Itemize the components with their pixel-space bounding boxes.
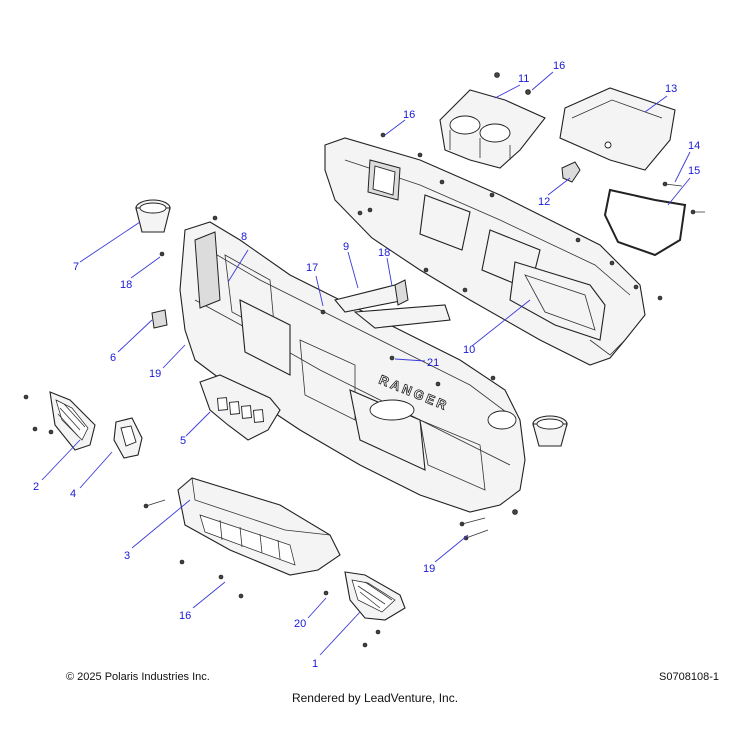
diagram-code: S0708108-1 [659, 671, 719, 683]
callout-3: 3 [124, 550, 130, 562]
leader-lines [41, 71, 691, 656]
seal [603, 188, 687, 257]
latch [561, 161, 581, 183]
callout-20: 20 [294, 618, 306, 630]
callout-19-left: 19 [149, 368, 161, 380]
callout-1: 1 [312, 658, 318, 670]
main-dash-body [179, 221, 526, 513]
vent-grille-right [344, 571, 406, 621]
callout-12: 12 [538, 196, 550, 208]
vent-grille-left [49, 391, 96, 451]
callout-2: 2 [33, 481, 39, 493]
callout-8: 8 [241, 231, 247, 243]
callout-18-center: 18 [378, 247, 390, 259]
clip [151, 309, 168, 329]
lower-storage-tray [177, 477, 341, 576]
callout-13: 13 [665, 83, 677, 95]
callout-21: 21 [427, 357, 439, 369]
callout-10: 10 [463, 344, 475, 356]
callout-19-right: 19 [423, 563, 435, 575]
callout-9: 9 [343, 241, 349, 253]
callout-7: 7 [73, 261, 79, 273]
cup-holder-insert-right [532, 415, 568, 447]
callout-16-middle: 16 [403, 109, 415, 121]
cup-holder-tray [439, 89, 546, 169]
callout-16-bottom: 16 [179, 610, 191, 622]
glovebox-lid [559, 87, 676, 171]
callout-18-left: 18 [120, 279, 132, 291]
vent-bezel [113, 417, 143, 459]
copyright-notice: © 2025 Polaris Industries Inc. [66, 671, 210, 683]
fasteners [23, 72, 705, 648]
callout-15: 15 [688, 165, 700, 177]
callout-11: 11 [518, 73, 529, 85]
bracket [334, 279, 451, 329]
rendered-by-credit: Rendered by LeadVenture, Inc. [291, 691, 459, 705]
callout-labels: 1 2 3 4 5 6 7 8 9 10 11 12 13 14 15 16 1… [33, 60, 700, 670]
switch-panel [199, 374, 281, 441]
callout-4: 4 [70, 488, 76, 500]
upper-dash-panel [324, 137, 646, 366]
callout-5: 5 [180, 435, 186, 447]
cup-holder-insert-left [135, 199, 171, 233]
callout-14: 14 [688, 140, 700, 152]
callout-16-top: 16 [553, 60, 565, 72]
callout-6: 6 [110, 352, 116, 364]
callout-17: 17 [306, 262, 318, 274]
